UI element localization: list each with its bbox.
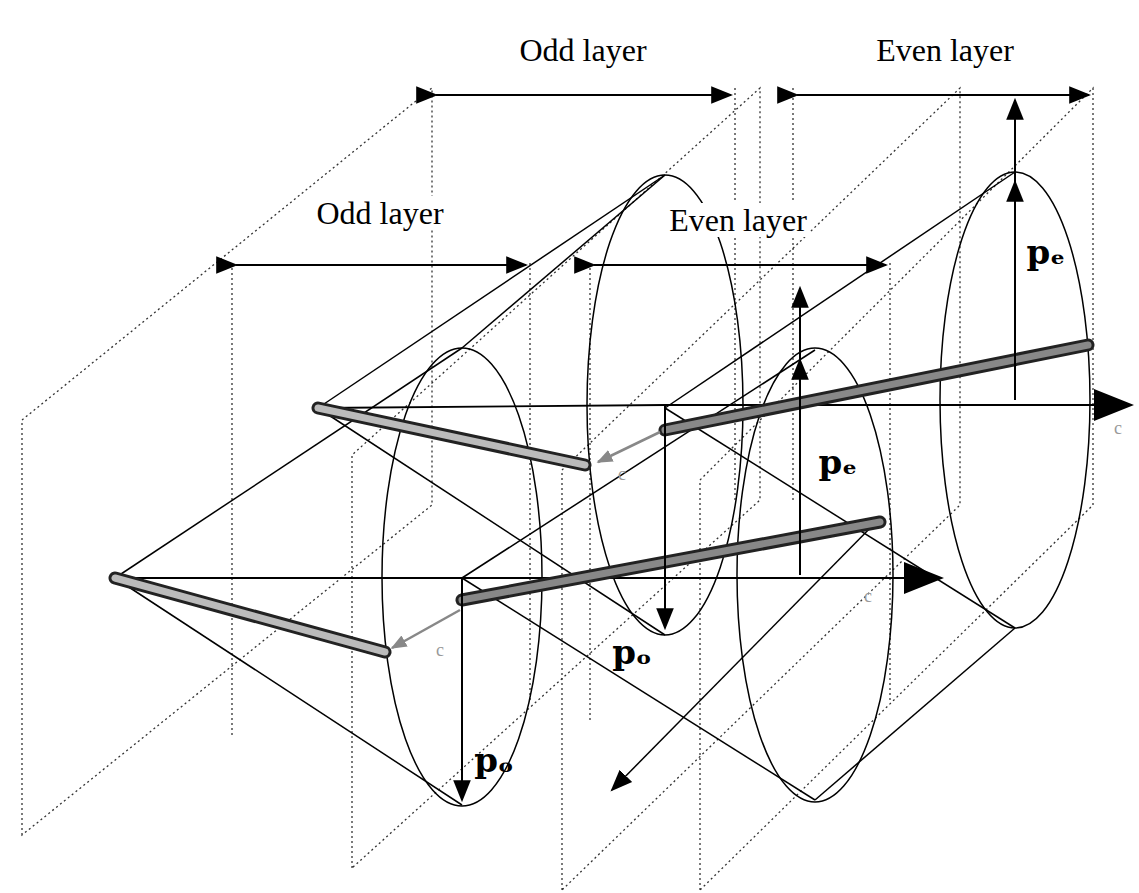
layer-plane (562, 88, 960, 890)
layer-label: Even layer (666, 203, 810, 237)
layer-label: Odd layer (313, 196, 446, 230)
tilt-cones (115, 172, 1090, 806)
polarization-label: pₑ (1027, 235, 1066, 269)
layer-normal-arrows (115, 405, 1130, 578)
polarization-arrows (462, 100, 1015, 800)
molecule-rods (115, 345, 1088, 652)
layer-label: Odd layer (516, 33, 649, 67)
polarization-label: pₒ (612, 635, 652, 669)
director-label: c (436, 641, 444, 659)
layer-label: Even layer (873, 33, 1017, 67)
layer-planes (22, 88, 1093, 890)
polarization-label: pₒ (474, 743, 514, 777)
director-label: c (1114, 419, 1122, 437)
director-label: c (864, 587, 872, 605)
director-label: c (618, 465, 626, 483)
polarization-label: pₑ (819, 445, 858, 479)
c-director-arrows (392, 432, 660, 648)
